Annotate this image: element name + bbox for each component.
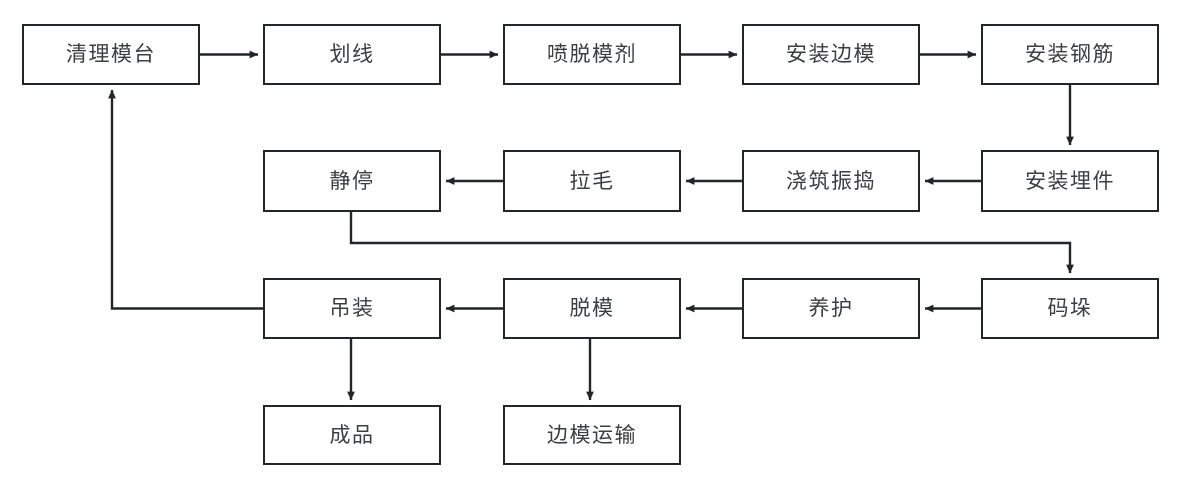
node-label: 浇筑振捣 [786, 169, 876, 193]
node-label: 边模运输 [547, 423, 637, 447]
node-jingting[interactable]: 静停 [263, 150, 441, 212]
node-label: 码垛 [1047, 297, 1093, 320]
node-label: 脱模 [569, 297, 615, 320]
node-label: 划线 [329, 43, 375, 66]
node-diaozhuang[interactable]: 吊装 [263, 278, 441, 339]
node-label: 清理模台 [66, 43, 156, 66]
node-label: 吊装 [329, 297, 375, 320]
node-anzhuanggangjin[interactable]: 安装钢筋 [981, 24, 1159, 85]
node-label: 喷脱模剂 [547, 43, 637, 66]
edge-diaozhuang-to-qinglimotai-feedback [108, 89, 263, 310]
node-yanghu[interactable]: 养护 [742, 278, 920, 339]
node-chengpin[interactable]: 成品 [263, 405, 441, 465]
node-jiaozhuzhendao[interactable]: 浇筑振捣 [742, 150, 920, 212]
node-label: 成品 [329, 423, 375, 447]
node-anzhuangmaijian[interactable]: 安装埋件 [981, 150, 1159, 212]
node-lamao[interactable]: 拉毛 [503, 150, 681, 212]
node-label: 养护 [808, 297, 854, 320]
node-label: 拉毛 [569, 169, 615, 193]
node-huaxian[interactable]: 划线 [263, 24, 441, 85]
node-bianmoyunshu[interactable]: 边模运输 [503, 405, 681, 465]
node-label: 安装边模 [786, 43, 876, 66]
node-label: 安装埋件 [1025, 169, 1115, 193]
node-tuomo[interactable]: 脱模 [503, 278, 681, 339]
node-label: 静停 [329, 169, 375, 193]
node-label: 安装钢筋 [1025, 43, 1115, 66]
node-qinglimotai[interactable]: 清理模台 [22, 24, 200, 85]
node-anzhuangbianmo[interactable]: 安装边模 [742, 24, 920, 85]
edge-jingting-to-maduo [349, 212, 1074, 274]
node-maduo[interactable]: 码垛 [981, 278, 1159, 339]
node-pentuomoji[interactable]: 喷脱模剂 [503, 24, 681, 85]
